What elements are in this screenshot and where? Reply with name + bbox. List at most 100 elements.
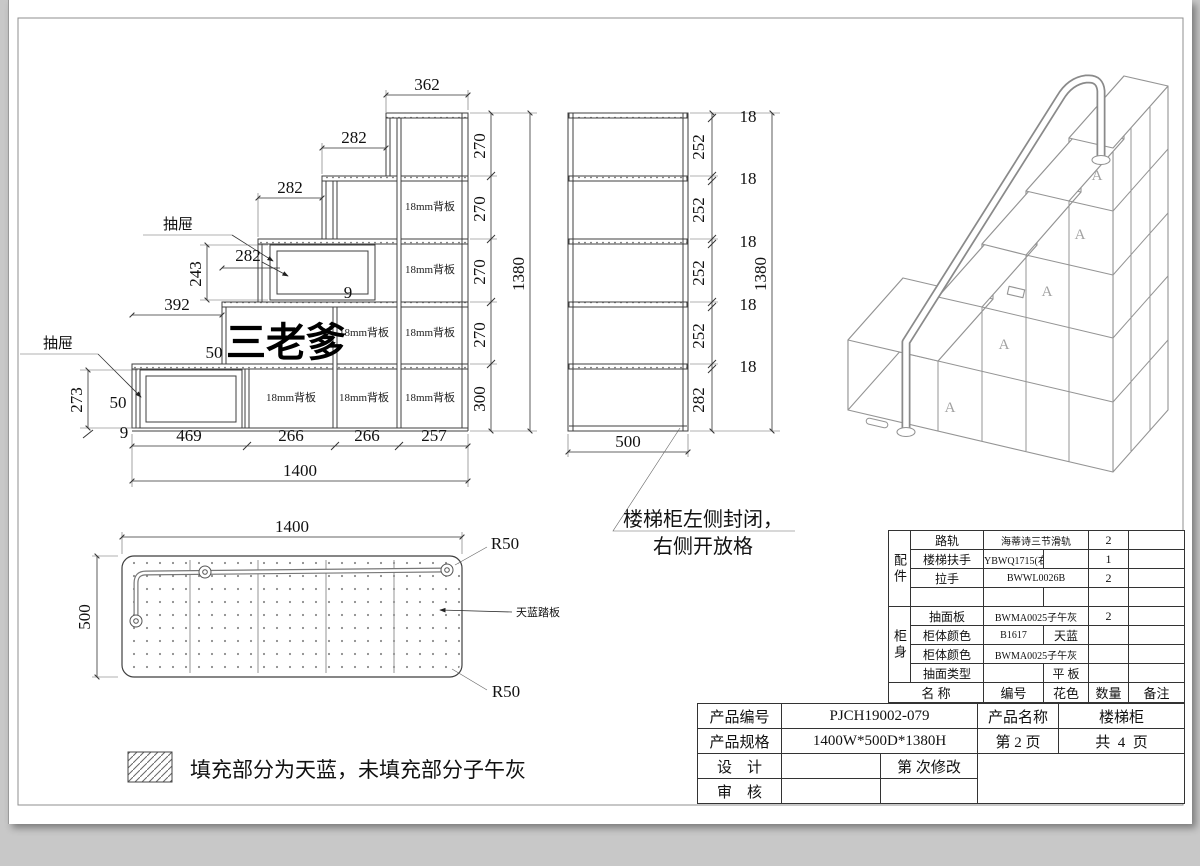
backboard-label: 18mm背板 — [339, 390, 389, 404]
cell-name: 柜体颜色 — [910, 625, 984, 645]
dim-469: 469 — [176, 426, 202, 445]
cell-remark — [1128, 625, 1185, 645]
cell-color — [1043, 587, 1089, 607]
dim-252: 252 — [689, 323, 708, 349]
handle-icon — [865, 417, 889, 429]
table-row: 柜体颜色 B1617 天蓝 — [889, 625, 1185, 645]
dim-252: 252 — [689, 197, 708, 223]
dim-18: 18 — [740, 169, 757, 188]
backboard-label: 18mm背板 — [405, 325, 455, 339]
table-row: 楼梯扶手 YBWQ1715(右) 1 — [889, 549, 1185, 569]
dim-282: 282 — [689, 387, 708, 413]
cell-qty — [1088, 587, 1129, 607]
cell-code: BWWL0026B — [983, 568, 1089, 588]
cell-remark — [1128, 568, 1185, 588]
tread-color-label: 天蓝踏板 — [516, 605, 560, 619]
note-annotation: 楼梯柜左侧封闭， 右侧开放格 — [612, 427, 795, 558]
cell-qty — [1088, 644, 1129, 664]
iso-drawer-letter: A — [999, 337, 1010, 353]
audit-revision-cell — [879, 778, 979, 804]
dim-1400-plan: 1400 — [275, 517, 309, 536]
dim-252: 252 — [689, 134, 708, 160]
backboard-label: 18mm背板 — [405, 199, 455, 213]
backboard-label: 18mm背板 — [266, 390, 316, 404]
spec-value: 1400W*500D*1380H — [780, 728, 979, 754]
revision-label: 第 次修改 — [879, 753, 979, 779]
table-row: 柜体颜色 BWMA0025子午灰 — [889, 644, 1185, 664]
dim-18: 18 — [740, 357, 757, 376]
iso-drawer-letter: A — [945, 400, 956, 416]
audit-value — [781, 778, 881, 804]
table-header-row: 名 称 编号 花色 数量 备注 — [888, 682, 1185, 703]
audit-label: 审 核 — [697, 778, 782, 804]
cell-code: 海蒂诗三节滑轨 — [983, 530, 1089, 550]
design-value — [781, 753, 881, 779]
cell-name: 抽面类型 — [910, 663, 984, 683]
cell-qty: 2 — [1088, 606, 1129, 626]
cell-qty — [1088, 663, 1129, 683]
dim-9: 9 — [120, 423, 129, 442]
drawing-frame — [17, 17, 1184, 806]
header-color: 花色 — [1043, 682, 1089, 703]
dim-282-drawer: 282 — [235, 246, 261, 265]
cell-qty: 1 — [1088, 549, 1129, 569]
cell-remark — [1128, 663, 1185, 683]
cell-qty — [1088, 625, 1129, 645]
backboard-label: 18mm背板 — [339, 325, 389, 339]
table-row: 设 计 第 次修改 — [697, 753, 1186, 804]
table-row: 柜身 抽面板 BWMA0025子午灰 2 — [888, 606, 1185, 683]
cell-color: 天蓝 — [1043, 625, 1089, 645]
cell-code: YBWQ1715(右) — [983, 549, 1044, 569]
group-body: 柜身 — [888, 606, 911, 683]
drawer-callout-upper: 抽屉 — [163, 216, 193, 233]
iso-drawer-letter: A — [1075, 227, 1086, 243]
table-row — [889, 587, 1185, 607]
cell-remark — [1128, 530, 1185, 550]
radius-callout: R50 — [492, 682, 520, 701]
cell-color: 平 板 — [1043, 663, 1089, 683]
dim-282: 282 — [341, 128, 367, 147]
cell-remark — [1128, 644, 1185, 664]
isometric-view: A A A A A — [847, 74, 1169, 473]
cell-name: 柜体颜色 — [910, 644, 984, 664]
dim-18: 18 — [740, 232, 757, 251]
dim-9: 9 — [344, 283, 353, 302]
product-no-label: 产品编号 — [697, 703, 782, 729]
legend: 填充部分为天蓝，未填充部分子午灰 — [127, 751, 526, 783]
cell-remark — [1128, 606, 1185, 626]
dim-266: 266 — [278, 426, 304, 445]
backboard-label: 18mm背板 — [405, 390, 455, 404]
dim-270: 270 — [470, 133, 489, 159]
front-elevation-view: 18mm背板 18mm背板 18mm背板 18mm背板 18mm背板 18mm背… — [20, 75, 537, 487]
dim-270: 270 — [470, 322, 489, 348]
dim-1400: 1400 — [283, 461, 317, 480]
dim-1380: 1380 — [509, 257, 528, 291]
dim-18: 18 — [740, 107, 757, 126]
cell-color — [1043, 549, 1089, 569]
dim-270: 270 — [470, 259, 489, 285]
watermark: 三老爹 — [226, 321, 346, 365]
cell-code: BWMA0025子午灰 — [983, 644, 1089, 664]
cell-name: 路轨 — [910, 530, 984, 550]
dim-273: 273 — [67, 387, 86, 413]
product-name-label: 产品名称 — [977, 703, 1060, 729]
header-qty: 数量 — [1088, 682, 1129, 703]
header-code: 编号 — [983, 682, 1044, 703]
dim-50: 50 — [110, 393, 127, 412]
cell-name: 楼梯扶手 — [910, 549, 984, 569]
cell-code — [983, 587, 1044, 607]
dim-18: 18 — [740, 295, 757, 314]
cell-name — [910, 587, 984, 607]
drawer-callout-lower: 抽屉 — [43, 335, 73, 352]
page-number: 第 2 页 — [977, 728, 1060, 754]
page-total: 共 4 页 — [1058, 728, 1186, 754]
legend-text: 填充部分为天蓝，未填充部分子午灰 — [190, 758, 526, 782]
dim-282: 282 — [277, 178, 303, 197]
iso-drawer-letter: A — [1092, 168, 1103, 184]
spec-label: 产品规格 — [697, 728, 782, 754]
table-row: 产品规格 1400W*500D*1380H 第 2 页 共 4 页 — [697, 728, 1186, 754]
dim-252: 252 — [689, 260, 708, 286]
table-row: 抽面类型 平 板 — [889, 663, 1185, 683]
cell-qty: 2 — [1088, 530, 1129, 550]
